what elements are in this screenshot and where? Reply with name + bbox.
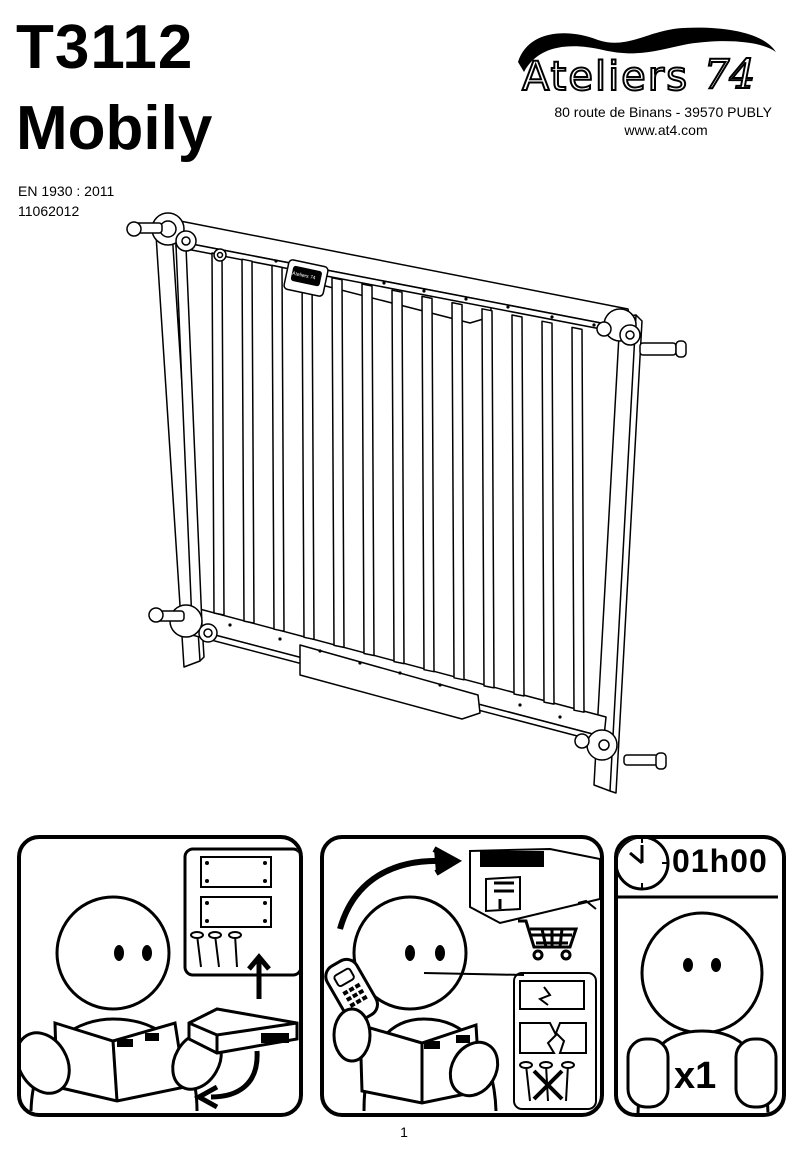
gate-slat — [481, 308, 495, 689]
svg-text:74: 74 — [704, 52, 755, 98]
model-number: T3112 — [16, 13, 194, 82]
gate-slat — [511, 314, 525, 697]
brand-logo: Ateliers 74 — [508, 22, 780, 100]
gate-illustration: Ateliers 74 — [120, 205, 700, 805]
gate-slat — [541, 320, 555, 705]
step-panel-time-persons — [614, 835, 786, 1117]
document-code: 11062012 — [18, 203, 80, 219]
persons-count: x1 — [674, 1055, 717, 1097]
gate-slat — [301, 270, 315, 641]
gate-slat — [451, 301, 465, 681]
gate-slat — [271, 264, 285, 632]
step-panel-report-damage — [320, 835, 604, 1117]
gate-slat — [331, 277, 345, 649]
gate-slat — [211, 252, 225, 616]
page-number: 1 — [400, 1124, 408, 1140]
gate-slat — [571, 326, 585, 713]
gate-slat — [391, 289, 405, 665]
brand-address: 80 route de Binans - 39570 PUBLY — [554, 104, 772, 120]
model-name: Mobily — [16, 94, 213, 163]
assembly-time: 01h00 — [672, 843, 768, 879]
gate-slat — [361, 283, 375, 657]
gate-slat — [421, 295, 435, 673]
svg-text:Ateliers: Ateliers — [522, 54, 689, 100]
step-panel-read-instructions — [17, 835, 303, 1117]
gate-slat — [241, 258, 255, 624]
brand-website: www.at4.com — [624, 122, 708, 138]
standard-label: EN 1930 : 2011 — [18, 183, 115, 199]
